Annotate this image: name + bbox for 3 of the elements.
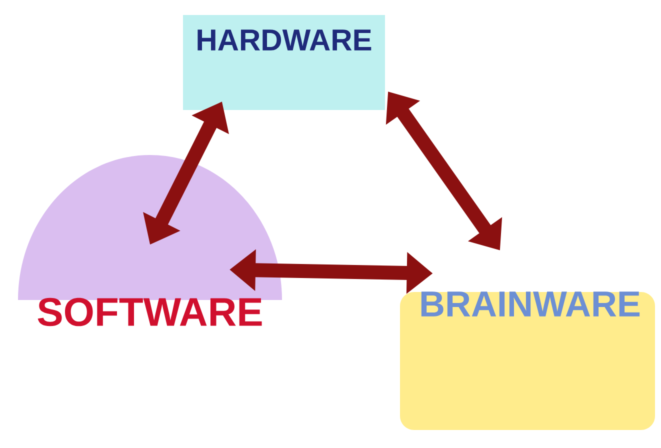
hardware-box: HARDWARE bbox=[183, 15, 385, 110]
brainware-box: BRAINWARE bbox=[400, 292, 655, 430]
node-label: SOFTWARE bbox=[38, 298, 262, 326]
